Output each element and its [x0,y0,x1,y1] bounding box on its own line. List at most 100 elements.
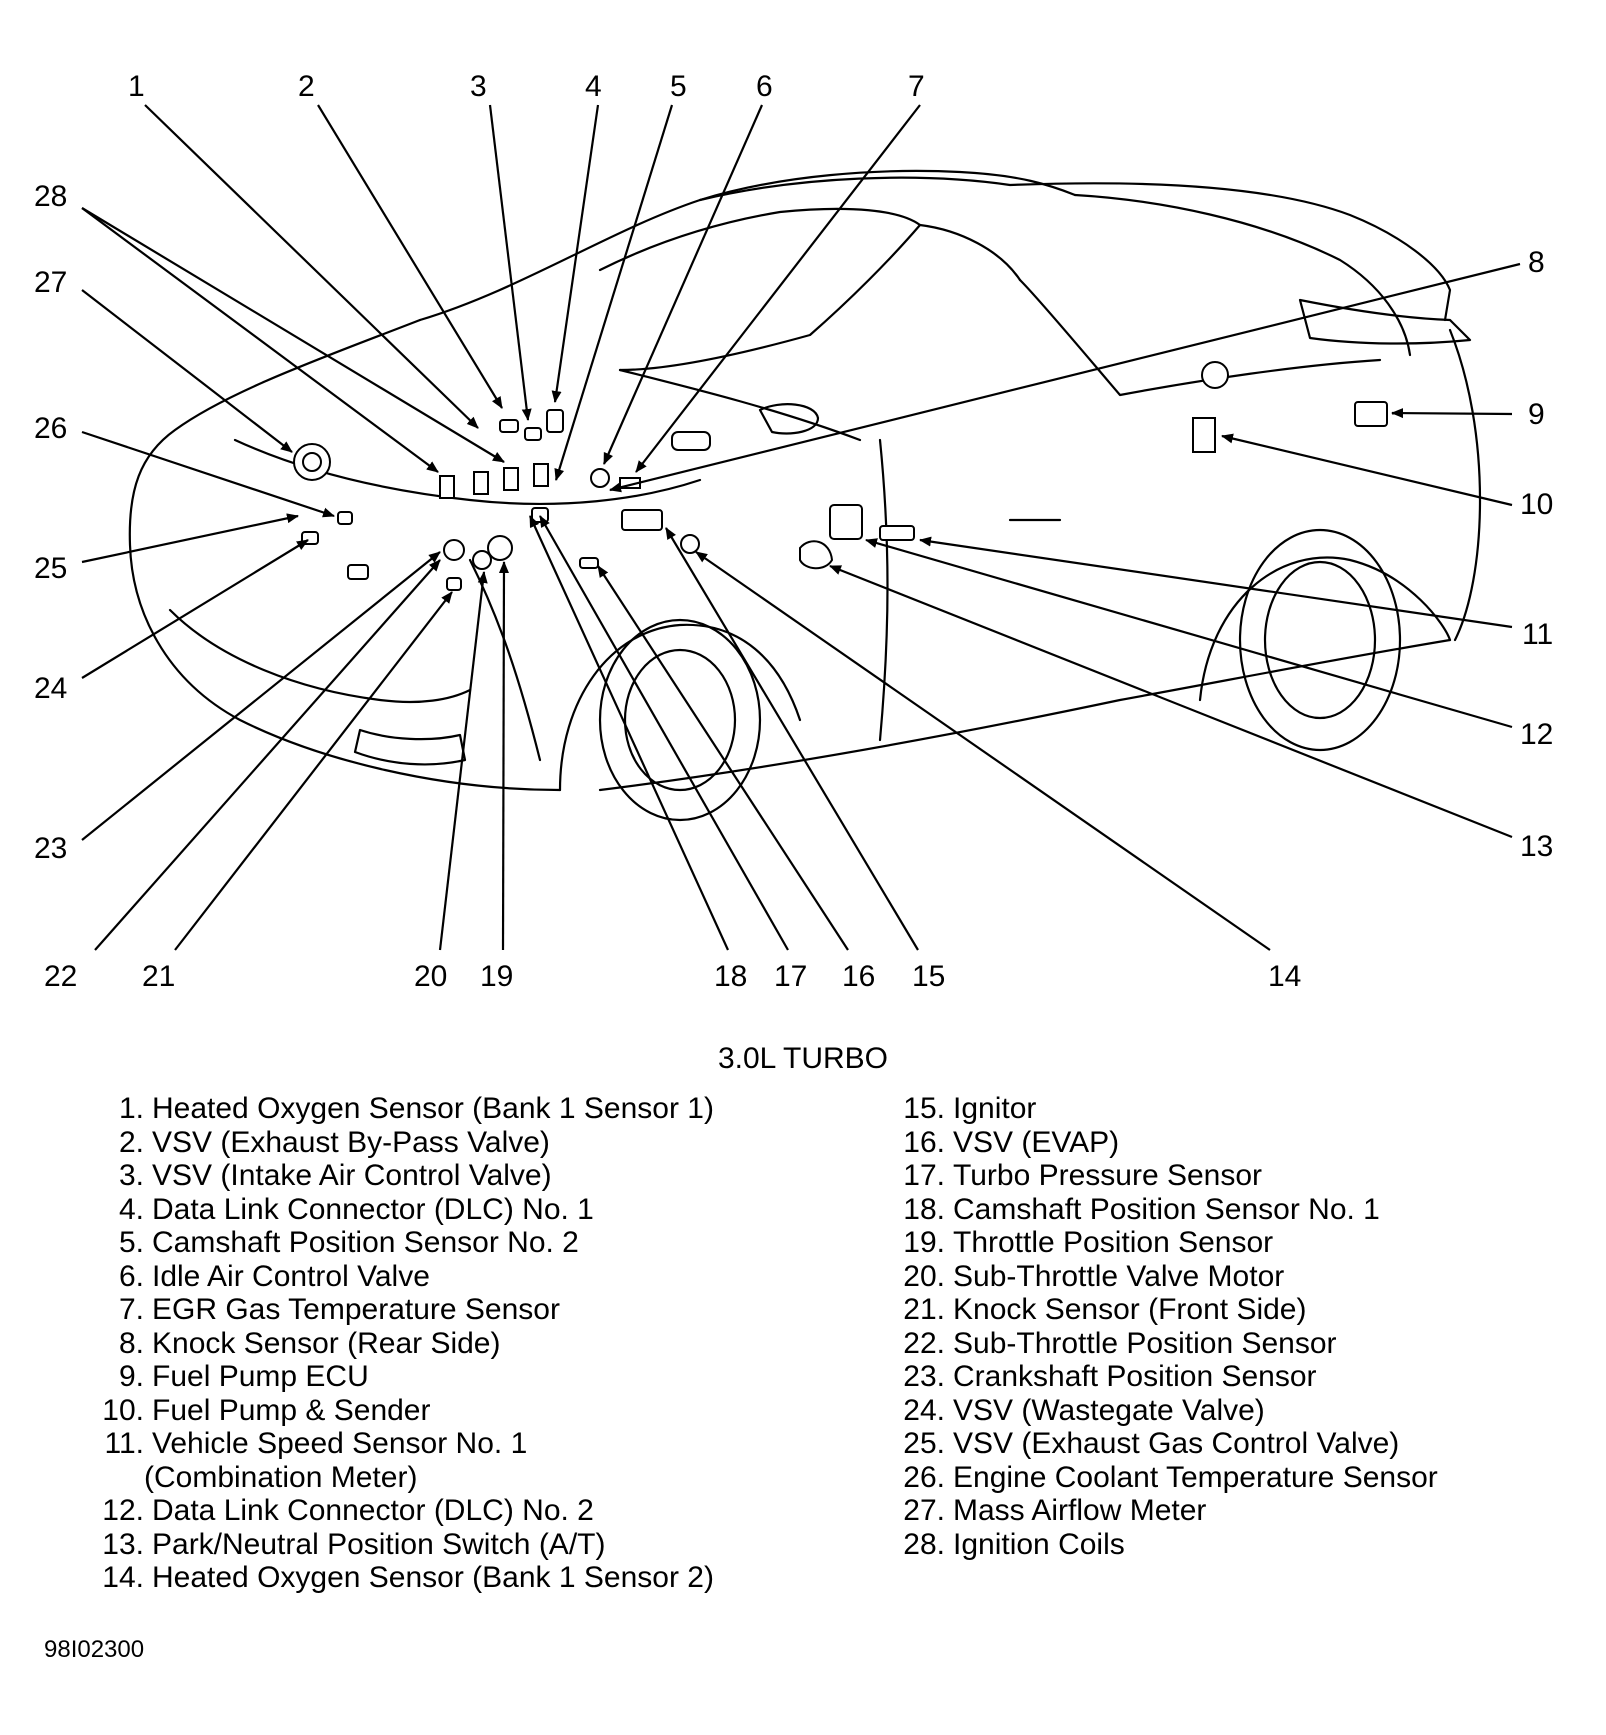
legend-item: 20.Sub-Throttle Valve Motor [903,1259,1285,1293]
rear-wheel-arch [1198,556,1452,702]
legend-label: VSV (Wastegate Valve) [953,1393,1265,1427]
callout-number-8: 8 [1528,246,1545,279]
leader-line-7 [635,104,921,473]
callout-number-21: 21 [142,960,176,993]
legend-item: 15.Ignitor [903,1092,1037,1125]
legend-item: 10.Fuel Pump & Sender [102,1393,431,1427]
leader-line-12 [865,538,1513,729]
leader-line-1 [144,104,479,429]
legend-label: (Combination Meter) [144,1460,418,1494]
legend-label: Camshaft Position Sensor No. 2 [152,1226,579,1259]
vsv-evap-glyph [579,557,599,569]
leader-line-8 [609,262,1521,493]
legend-item: 27.Mass Airflow Meter [903,1494,1207,1527]
callout-number-12: 12 [1520,718,1554,751]
callout-number-5: 5 [670,70,687,103]
callout-number-1: 1 [128,70,145,103]
leader-line-14 [695,551,1271,951]
callout-number-14: 14 [1268,960,1302,993]
front-bumper [168,608,472,704]
leader-line-22 [94,559,441,951]
legend-label: Fuel Pump & Sender [152,1393,431,1427]
knock-sensor-front-glyph [446,577,462,591]
callout-number-19: 19 [480,960,514,993]
legend-item: 17.Turbo Pressure Sensor [903,1159,1263,1192]
leader-line-23 [81,551,441,841]
legend-item: 23.Crankshaft Position Sensor [903,1360,1317,1393]
rear-wheel-rim [1263,560,1377,720]
callout-number-10: 10 [1520,488,1554,521]
oxygen-sensor2-glyph [680,534,700,554]
legend-label: Sub-Throttle Valve Motor [953,1259,1285,1293]
leader-line-3 [488,104,532,421]
legend-label: Crankshaft Position Sensor [953,1360,1317,1393]
legend-left-column: 1.Heated Oxygen Sensor (Bank 1 Sensor 1)… [90,1092,714,1595]
leader-line-20 [438,571,488,951]
callout-number-3: 3 [470,70,487,103]
legend-item: 26.Engine Coolant Temperature Sensor [903,1460,1438,1494]
callout-number-2: 2 [298,70,315,103]
callout-number-16: 16 [842,960,876,993]
vsv-wastegate-glyph [347,564,369,580]
windshield-base [418,169,1077,322]
legend-label: VSV (EVAP) [953,1125,1120,1159]
iac-valve-glyph [671,431,711,451]
legend-item: 19.Throttle Position Sensor [903,1226,1274,1259]
legend-right-column: 15.Ignitor 16.VSV (EVAP) 17.Turbo Pressu… [895,1092,1438,1561]
leader-line-19 [498,561,509,951]
legend-item: 16.VSV (EVAP) [903,1125,1120,1159]
leader-line-6 [602,104,764,465]
legend-item: 12.Data Link Connector (DLC) No. 2 [102,1494,594,1527]
legend-label: Idle Air Control Valve [152,1259,430,1293]
leader-line-11 [919,536,1513,629]
legend-label: Vehicle Speed Sensor No. 1 [152,1427,528,1460]
leader-line-18 [528,515,730,951]
legend-label: VSV (Intake Air Control Valve) [152,1159,552,1192]
legend-label: Park/Neutral Position Switch (A/T) [152,1527,606,1561]
front-wheel-rim [623,648,737,792]
callout-number-7: 7 [908,70,925,103]
legend-item: 28.Ignition Coils [903,1527,1125,1561]
legend-item: 22.Sub-Throttle Position Sensor [903,1326,1337,1360]
windshield-inner [598,207,922,372]
rear-wheel [1238,528,1402,752]
legend-item: 9.Fuel Pump ECU [118,1360,369,1393]
headlight [353,728,467,766]
legend-item: 3.VSV (Intake Air Control Valve) [118,1159,552,1192]
cam-sensor2-glyph [590,468,610,488]
ect-sensor-glyph [337,511,353,525]
fuel-pump-ecu-glyph [1354,401,1388,427]
leader-line-13 [829,564,1513,839]
leader-line-28a [81,207,439,473]
vss-glyph [879,525,915,541]
callout-number-28: 28 [34,180,68,213]
callout-number-17: 17 [774,960,808,993]
legend-label: Mass Airflow Meter [953,1494,1207,1527]
callout-number-25: 25 [34,552,68,585]
legend-item: 2.VSV (Exhaust By-Pass Valve) [118,1125,550,1159]
callout-number-18: 18 [714,960,748,993]
legend-item: 11.Vehicle Speed Sensor No. 1 [104,1427,528,1460]
legend-item-continuation: (Combination Meter) [90,1461,714,1495]
car-component-diagram [81,104,1521,951]
callout-number-6: 6 [756,70,773,103]
callout-number-22: 22 [44,960,78,993]
legend-label: Ignitor [953,1092,1037,1125]
legend-label: Knock Sensor (Rear Side) [152,1326,501,1360]
cowl [618,368,862,442]
legend-item: 13.Park/Neutral Position Switch (A/T) [102,1527,606,1561]
engine-subtitle: 3.0L TURBO [717,1042,889,1075]
leader-line-10 [1221,433,1513,507]
leader-line-4 [551,104,600,403]
leader-line-5 [554,104,674,481]
legend-label: Knock Sensor (Front Side) [953,1293,1307,1326]
side-window [1018,278,1382,397]
leader-line-17 [539,515,789,951]
leader-line-25 [81,513,299,564]
fuel-pump-sender-glyph [1192,417,1216,453]
legend-label: Throttle Position Sensor [953,1226,1274,1259]
door-line [878,438,889,742]
legend-item: 7.EGR Gas Temperature Sensor [118,1293,560,1326]
rear-quarter [1448,328,1482,642]
dlc1-glyph [546,409,564,433]
